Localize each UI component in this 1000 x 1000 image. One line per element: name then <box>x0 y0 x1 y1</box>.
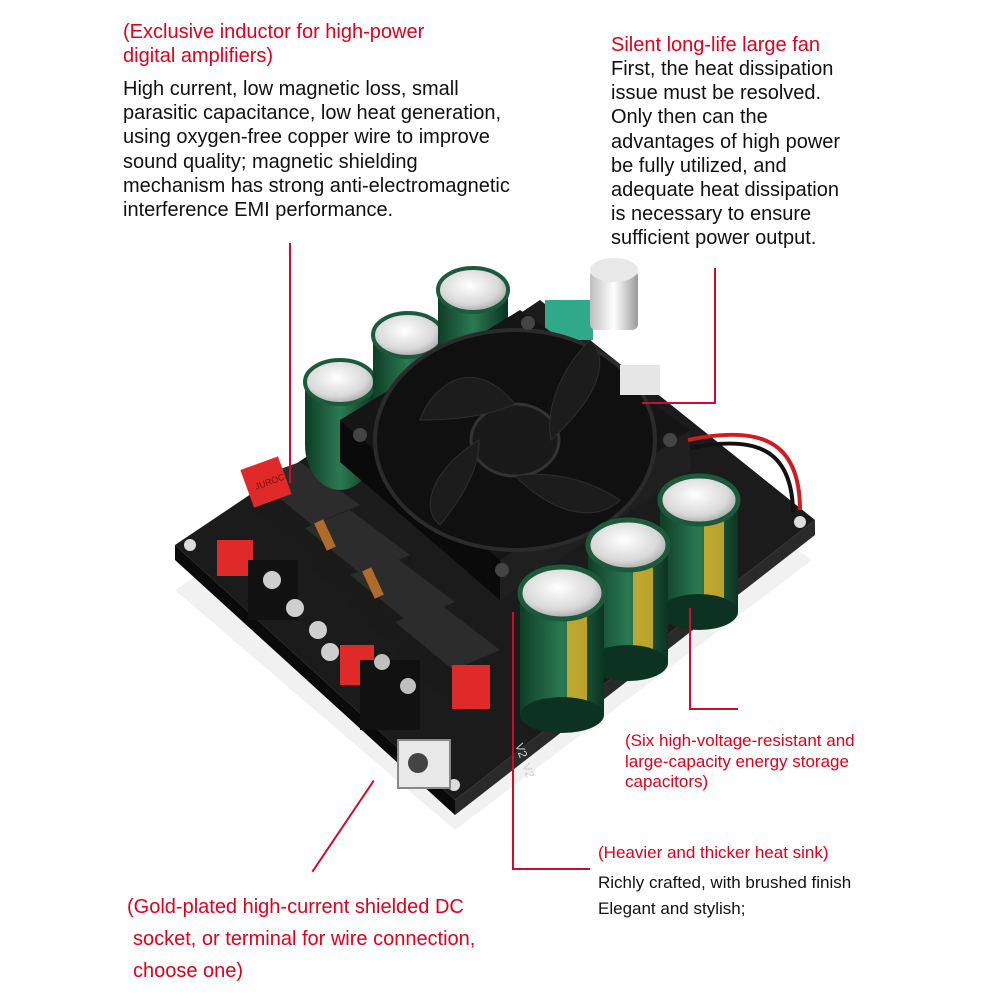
inductor-desc-line: sound quality; magnetic shielding <box>123 150 418 173</box>
fan-desc-line: sufficient power output. <box>611 227 817 250</box>
capacitors-title-line: large-capacity energy storage <box>625 751 849 771</box>
dc-socket-title-line: choose one) <box>133 960 244 982</box>
inductor-title: (Exclusive inductor for high-power digit… <box>123 20 593 68</box>
leader-line-heatsink-h <box>512 868 590 870</box>
leader-line-capacitors <box>689 608 691 710</box>
inductor-title-line: digital amplifiers) <box>123 45 274 68</box>
fan-desc-line: Only then can the <box>611 106 768 129</box>
fan-desc-line: issue must be resolved. <box>611 82 822 105</box>
fan-desc-line: First, the heat dissipation <box>611 58 834 80</box>
fan-wires <box>620 365 802 513</box>
leader-line-heatsink <box>512 612 514 870</box>
front-capacitors <box>517 473 741 733</box>
capacitors-title-line: (Six high-voltage-resistant and <box>625 731 855 750</box>
leader-line-fan-h <box>642 402 716 404</box>
heatsink-title: (Heavier and thicker heat sink) <box>598 843 829 862</box>
dc-socket-title-line: (Gold-plated high-current shielded DC <box>127 896 464 918</box>
silkscreen-v2-b: V2 <box>519 761 537 780</box>
capacitors-title-line: capacitors) <box>625 772 709 792</box>
leader-line-inductor <box>289 243 291 483</box>
dc-socket-title-line: socket, or terminal for wire connection, <box>133 928 476 950</box>
inductor-desc-line: interference EMI performance. <box>123 198 394 221</box>
inductor-desc-line: High current, low magnetic loss, small <box>123 78 459 100</box>
volume-potentiometer <box>545 258 638 340</box>
fan-desc-line: advantages of high power <box>611 130 841 153</box>
fan-description: First, the heat dissipation issue must b… <box>611 57 991 251</box>
inductor-title-line: (Exclusive inductor for high-power <box>123 21 425 43</box>
dc-socket-title: (Gold-plated high-current shielded DC so… <box>127 891 597 987</box>
capacitors-title: (Six high-voltage-resistant and large-ca… <box>625 731 995 793</box>
fan-desc-line: adequate heat dissipation <box>611 178 839 201</box>
leader-line-capacitors-h <box>689 708 738 710</box>
red-terminal-blocks: JUROC <box>217 456 490 709</box>
inductor-desc-line: using oxygen-free copper wire to improve <box>123 126 490 149</box>
fan-title: Silent long-life large fan <box>611 34 821 56</box>
fan-desc-line: be fully utilized, and <box>611 154 787 177</box>
heatsink-desc-line: Elegant and stylish; <box>598 899 746 919</box>
inductor-desc-line: parasitic capacitance, low heat generati… <box>123 102 502 125</box>
fan-desc-line: is necessary to ensure <box>611 203 812 226</box>
inductor-description: High current, low magnetic loss, small p… <box>123 77 593 222</box>
heatsink-desc-line: Richly crafted, with brushed finish <box>598 873 852 892</box>
screw-terminals <box>248 560 420 730</box>
dc-socket <box>397 739 451 789</box>
silkscreen-v2-a: V2 <box>512 741 530 760</box>
cooling-fan <box>340 310 690 600</box>
inductor-desc-line: mechanism has strong anti-electromagneti… <box>123 174 510 197</box>
heatsink-description: Richly crafted, with brushed finish Eleg… <box>598 870 993 923</box>
leader-line-fan <box>714 268 716 404</box>
